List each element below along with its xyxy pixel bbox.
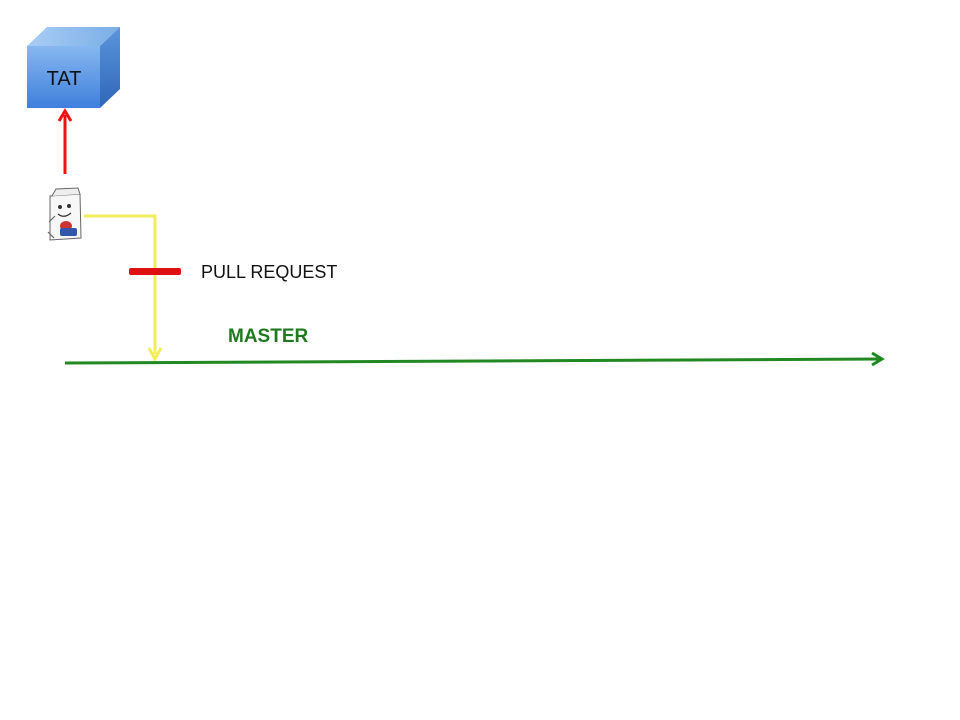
tat-box [27, 27, 120, 108]
tat-box-side [100, 27, 120, 108]
master-arrow-head [871, 351, 885, 367]
yellow-merge-arrow [84, 214, 163, 363]
master-label: MASTER [228, 326, 309, 347]
pull-request-label: PULL REQUEST [201, 262, 337, 282]
master-arrow [64, 351, 885, 367]
developer-figure-icon [47, 187, 82, 241]
pull-request-bar [129, 268, 181, 275]
yellow-arrow-head [147, 347, 163, 363]
master-line [64, 357, 881, 365]
tat-box-front [27, 46, 100, 108]
tat-label: TAT [47, 68, 82, 90]
tat-box-top [27, 27, 120, 46]
yellow-path [84, 214, 157, 354]
red-arrow-head [57, 108, 73, 122]
red-arrow [57, 108, 73, 174]
